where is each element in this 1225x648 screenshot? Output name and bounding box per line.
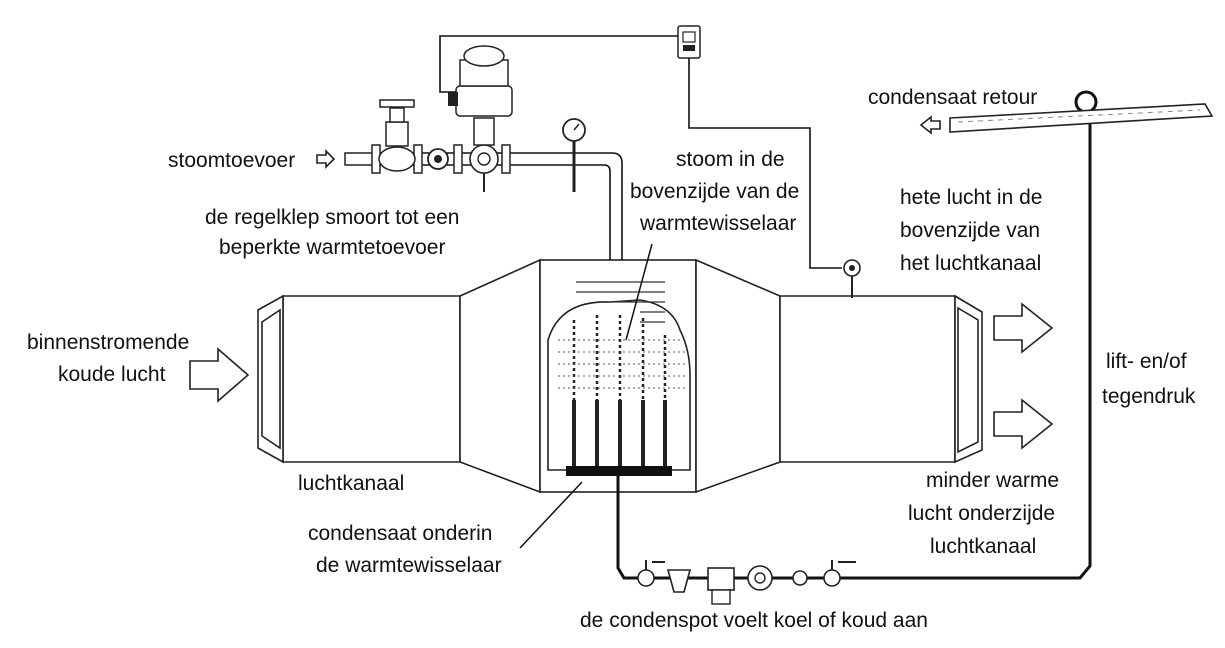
signal-lines	[439, 35, 842, 269]
condensate-bottom-label-line1: condensaat onderin	[308, 522, 492, 545]
inflow-arrow-icon	[189, 347, 250, 403]
condensate-bottom-label-line2: de warmtewisselaar	[316, 554, 502, 577]
condensate-line	[616, 90, 1214, 580]
hot-air-label-line2: bovenzijde van	[900, 219, 1040, 242]
inflow-label-line2: koude lucht	[58, 363, 166, 386]
leader-lines	[519, 243, 653, 549]
steam-top-label-line3: warmtewisselaar	[639, 212, 796, 235]
temperature-sensor-icon	[843, 259, 861, 298]
condensate-return-arrow-icon	[919, 115, 941, 135]
heat-exchanger	[547, 281, 691, 476]
steam-top-label-line1: stoom in de	[676, 148, 785, 171]
steam-top-label-line2: bovenzijde van de	[630, 180, 799, 203]
hot-air-label-line1: hete lucht in de	[900, 186, 1042, 209]
air-duct-label: luchtkanaal	[298, 472, 404, 495]
control-valve-label-line2: beperkte warmtetoevoer	[219, 236, 445, 259]
lift-label-line2: tegendruk	[1102, 385, 1196, 408]
less-warm-label-line3: luchtkanaal	[930, 535, 1036, 558]
steam-trap-assembly-icon	[637, 560, 856, 605]
condensate-return-label: condensaat retour	[868, 86, 1037, 109]
strainer-icon	[427, 148, 449, 170]
warm-air-arrow-icon	[993, 398, 1054, 450]
pressure-gauge-icon	[562, 118, 586, 192]
hot-air-arrow-icon	[993, 302, 1054, 354]
controller-icon	[677, 25, 701, 59]
steam-supply-arrow-icon	[316, 149, 336, 169]
isolation-valve-icon	[378, 99, 416, 172]
trap-note-label: de condenspot voelt koel of koud aan	[580, 609, 928, 632]
lift-label-line1: lift- en/of	[1106, 350, 1187, 373]
inflow-label-line1: binnenstromende	[27, 331, 189, 354]
less-warm-label-line1: minder warme	[926, 469, 1059, 492]
hot-air-label-line3: het luchtkanaal	[900, 252, 1041, 275]
steam-supply-label: stoomtoevoer	[168, 149, 295, 172]
control-valve-icon	[448, 45, 513, 192]
less-warm-label-line2: lucht onderzijde	[908, 502, 1055, 525]
control-valve-label-line1: de regelklep smoort tot een	[205, 206, 459, 229]
